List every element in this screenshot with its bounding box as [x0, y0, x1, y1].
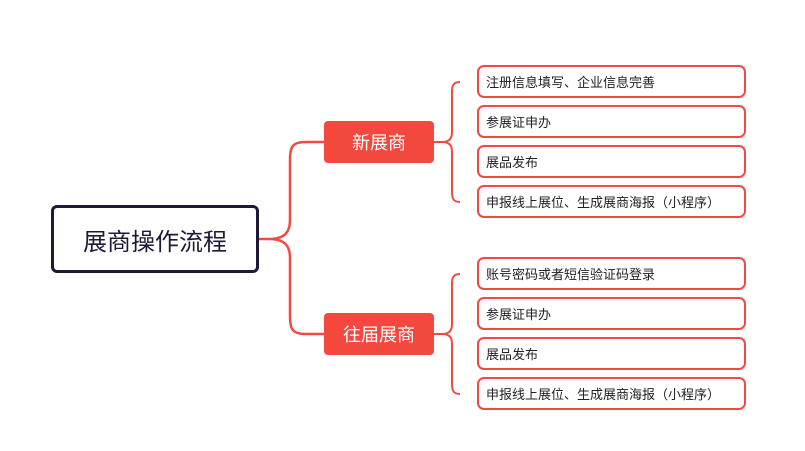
- branch1-brace: [443, 81, 461, 203]
- branch-node-label: 往届展商: [343, 325, 415, 346]
- leaf-node-label: 账号密码或者短信验证码登录: [486, 268, 656, 283]
- leaf-node-label: 申报线上展位、生成展商海报（小程序）: [486, 388, 721, 403]
- branch-node-label: 新展商: [352, 133, 406, 154]
- root-brace: [271, 140, 307, 336]
- leaf-node-label: 参展证申办: [486, 308, 552, 323]
- leaf-node[interactable]: 参展证申办: [477, 297, 746, 330]
- leaf-node[interactable]: 注册信息填写、企业信息完善: [477, 65, 746, 98]
- root-node-label: 展商操作流程: [83, 227, 227, 256]
- leaf-node[interactable]: 申报线上展位、生成展商海报（小程序）: [477, 185, 746, 218]
- branch-node-new-exhibitor[interactable]: 新展商: [324, 121, 434, 163]
- leaf-node[interactable]: 申报线上展位、生成展商海报（小程序）: [477, 377, 746, 410]
- branch2-brace: [443, 273, 461, 395]
- branch-node-returning-exhibitor[interactable]: 往届展商: [324, 313, 434, 355]
- leaf-node[interactable]: 参展证申办: [477, 105, 746, 138]
- leaf-node-label: 申报线上展位、生成展商海报（小程序）: [486, 196, 721, 211]
- leaf-node[interactable]: 展品发布: [477, 145, 746, 178]
- leaf-node-label: 展品发布: [486, 156, 539, 171]
- leaf-node[interactable]: 展品发布: [477, 337, 746, 370]
- leaf-node[interactable]: 账号密码或者短信验证码登录: [477, 257, 746, 290]
- leaf-node-label: 参展证申办: [486, 116, 552, 131]
- leaf-node-label: 展品发布: [486, 348, 539, 363]
- root-node[interactable]: 展商操作流程: [51, 205, 259, 273]
- leaf-node-label: 注册信息填写、企业信息完善: [486, 76, 656, 91]
